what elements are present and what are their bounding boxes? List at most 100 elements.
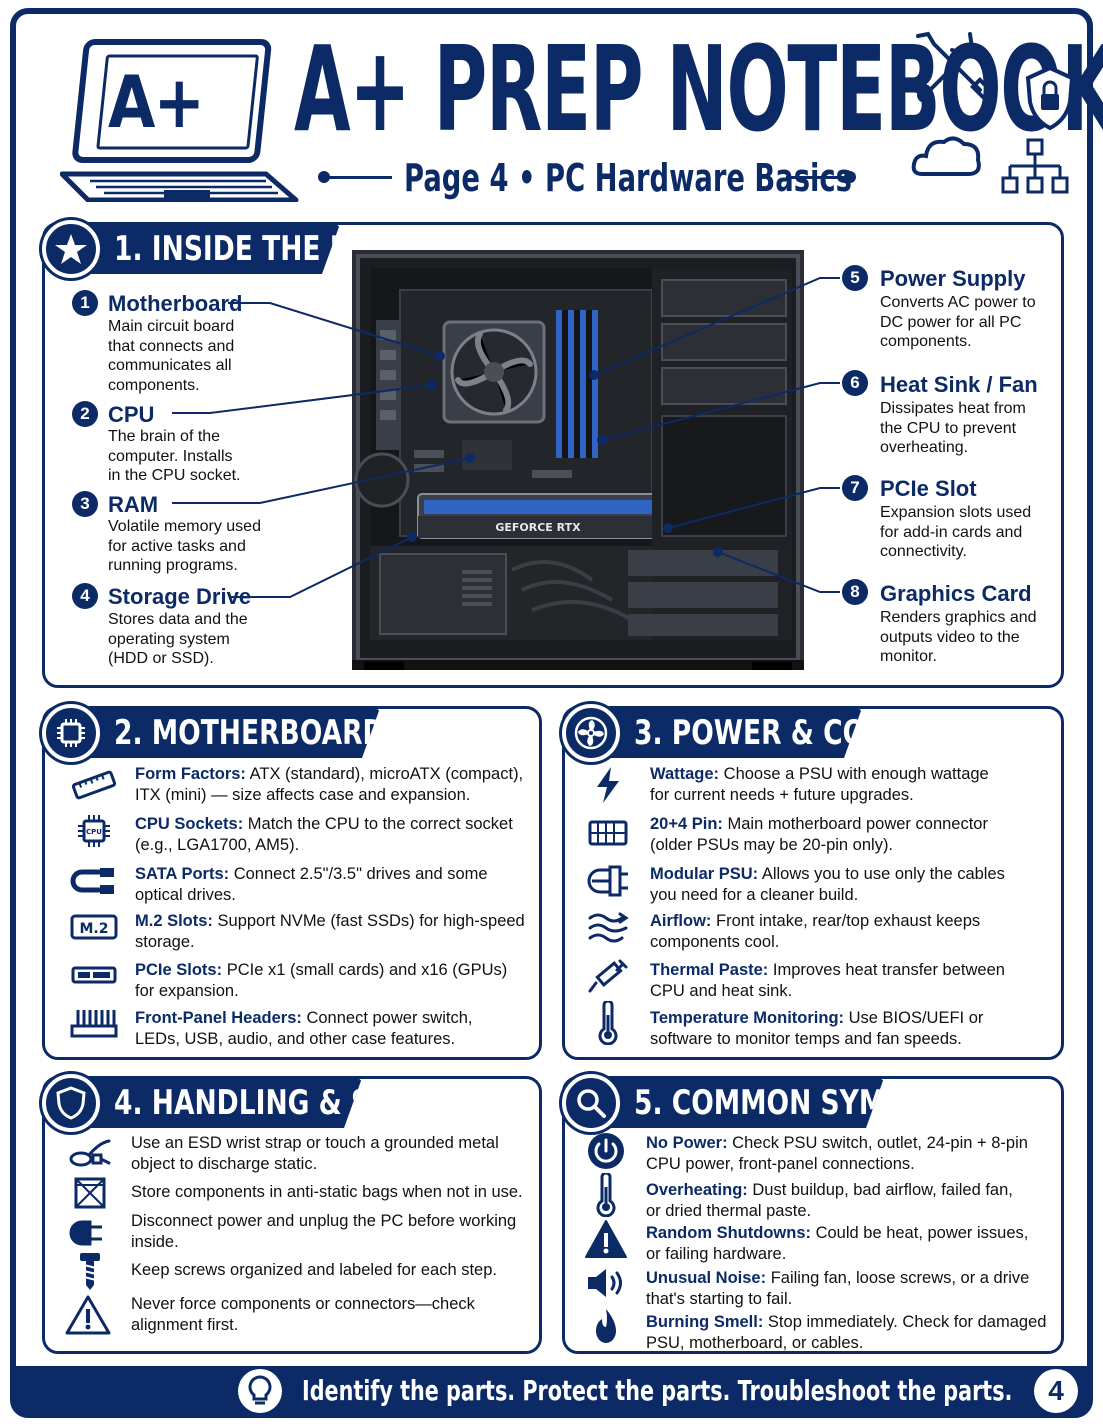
part-number-badge: 8 — [842, 579, 868, 605]
footer-bulb-badge — [238, 1369, 282, 1413]
network-hierarchy-icon — [1001, 138, 1069, 194]
section-motherboard-facts — [42, 706, 542, 1060]
symptom-text: Burning Smell: Stop immediately. Check f… — [646, 1313, 1047, 1352]
power-text: Airflow: Front intake, rear/top exhaust … — [650, 912, 981, 951]
fan-icon — [574, 716, 608, 750]
tools-icon — [916, 31, 995, 103]
power-connector-icon — [588, 820, 628, 846]
section5-badge — [562, 1074, 620, 1132]
header-icons — [911, 31, 1075, 194]
syringe-icon — [588, 959, 628, 993]
esd-strap-icon — [69, 1139, 111, 1167]
part-number-badge: 2 — [72, 401, 98, 427]
alert-triangle-icon — [585, 1220, 627, 1258]
part-number-badge: 7 — [842, 475, 868, 501]
section4-title-tab: 4. HANDLING & SAFETY — [72, 1078, 362, 1128]
thermometer-icon — [596, 1173, 616, 1217]
ruler-icon — [71, 770, 117, 800]
power-text: 20+4 Pin: Main motherboard power connect… — [650, 815, 988, 854]
lightning-icon — [597, 767, 619, 803]
gpu-label: GEFORCE RTX — [495, 521, 581, 534]
svg-text:M.2: M.2 — [80, 921, 109, 937]
power-text: Thermal Paste: Improves heat transfer be… — [650, 961, 1005, 1000]
modular-cable-icon — [587, 865, 628, 897]
part-name: CPU — [108, 402, 155, 427]
section4-badge — [42, 1074, 100, 1132]
power-text: Temperature Monitoring: Use BIOS/UEFI or… — [650, 1009, 984, 1048]
section3-badge — [562, 704, 620, 762]
section1-badge — [42, 220, 100, 278]
svg-text:CPU: CPU — [86, 828, 102, 836]
speaker-icon — [588, 1269, 622, 1297]
page-number: 4 — [1034, 1369, 1078, 1413]
laptop-logo-icon — [60, 39, 299, 202]
sata-cable-icon — [70, 868, 114, 894]
part-name: PCIe Slot — [880, 476, 977, 501]
cloud-icon — [911, 136, 981, 176]
star-icon — [55, 234, 87, 264]
symptom-text: No Power: Check PSU switch, outlet, 24-p… — [646, 1134, 1028, 1173]
cpu-icon: CPU — [78, 815, 110, 847]
airflow-icon — [588, 912, 629, 943]
safety-text: Store components in anti-static bags whe… — [131, 1183, 523, 1201]
part-name: Motherboard — [108, 291, 243, 316]
shield-icon — [56, 1086, 86, 1120]
power-button-icon — [588, 1133, 624, 1169]
part-name: RAM — [108, 492, 159, 517]
safety-text: Never force components or connectors—che… — [131, 1295, 475, 1334]
fact-text: PCIe Slots: PCIe x1 (small cards) and x1… — [135, 961, 508, 1000]
safety-text: Use an ESD wrist strap or touch a ground… — [131, 1134, 499, 1173]
pc-case-illustration: GEFORCE RTX — [352, 250, 804, 670]
header-pins-icon — [70, 1010, 118, 1038]
part-number-badge: 4 — [72, 583, 98, 609]
symptom-text: Random Shutdowns: Could be heat, power i… — [646, 1224, 1029, 1263]
magnifier-icon — [577, 1089, 606, 1118]
part-name: Storage Drive — [108, 584, 252, 609]
safety-text: Disconnect power and unplug the PC befor… — [131, 1212, 517, 1251]
warning-icon — [65, 1295, 111, 1335]
page-subtitle: Page 4 • PC Hardware Basics — [404, 156, 852, 200]
pcie-slot-icon — [71, 966, 117, 984]
m2-badge-icon: M.2 — [70, 914, 118, 940]
fact-text: M.2 Slots: Support NVMe (fast SSDs) for … — [135, 912, 525, 951]
part-number-badge: 1 — [72, 290, 98, 316]
part-number-badge: 3 — [72, 491, 98, 517]
chip-icon — [57, 719, 85, 747]
logo-text: A+ — [108, 60, 205, 144]
part-name: Heat Sink / Fan — [880, 372, 1038, 397]
thermometer-icon — [598, 1001, 618, 1045]
footer-tagline: Identify the parts. Protect the parts. T… — [302, 1374, 1013, 1407]
part-number-badge: 6 — [842, 370, 868, 396]
lightbulb-icon — [248, 1375, 272, 1405]
subtitle-bar: Page 4 • PC Hardware Basics — [318, 150, 858, 202]
power-text: Wattage: Choose a PSU with enough wattag… — [650, 765, 989, 804]
flame-icon — [596, 1309, 616, 1343]
screw-icon — [80, 1253, 100, 1290]
safety-text: Keep screws organized and labeled for ea… — [131, 1261, 497, 1279]
section2-title-tab: 2. MOTHERBOARD FACTS — [72, 708, 380, 758]
fact-text: Front-Panel Headers: Connect power switc… — [135, 1009, 473, 1048]
part-name: Power Supply — [880, 266, 1026, 291]
section-power-cooling — [562, 706, 1064, 1060]
fact-text: SATA Ports: Connect 2.5"/3.5" drives and… — [135, 865, 488, 904]
part-name: Graphics Card — [880, 581, 1032, 606]
security-shield-lock-icon — [1025, 65, 1075, 131]
fact-text: CPU Sockets: Match the CPU to the correc… — [135, 815, 513, 854]
footer-bar: Identify the parts. Protect the parts. T… — [16, 1366, 1087, 1414]
power-text: Modular PSU: Allows you to use only the … — [650, 865, 1005, 904]
section1-title-tab: 1. INSIDE THE PC — [72, 224, 340, 274]
section3-title-tab: 3. POWER & COOLING — [592, 708, 862, 758]
section5-title-tab: 5. COMMON SYMPTOMS — [592, 1078, 884, 1128]
section2-badge — [42, 704, 100, 762]
symptom-text: Overheating: Dust buildup, bad airflow, … — [646, 1181, 1013, 1220]
unplug-icon — [69, 1220, 102, 1246]
antistatic-bag-icon — [74, 1177, 106, 1209]
